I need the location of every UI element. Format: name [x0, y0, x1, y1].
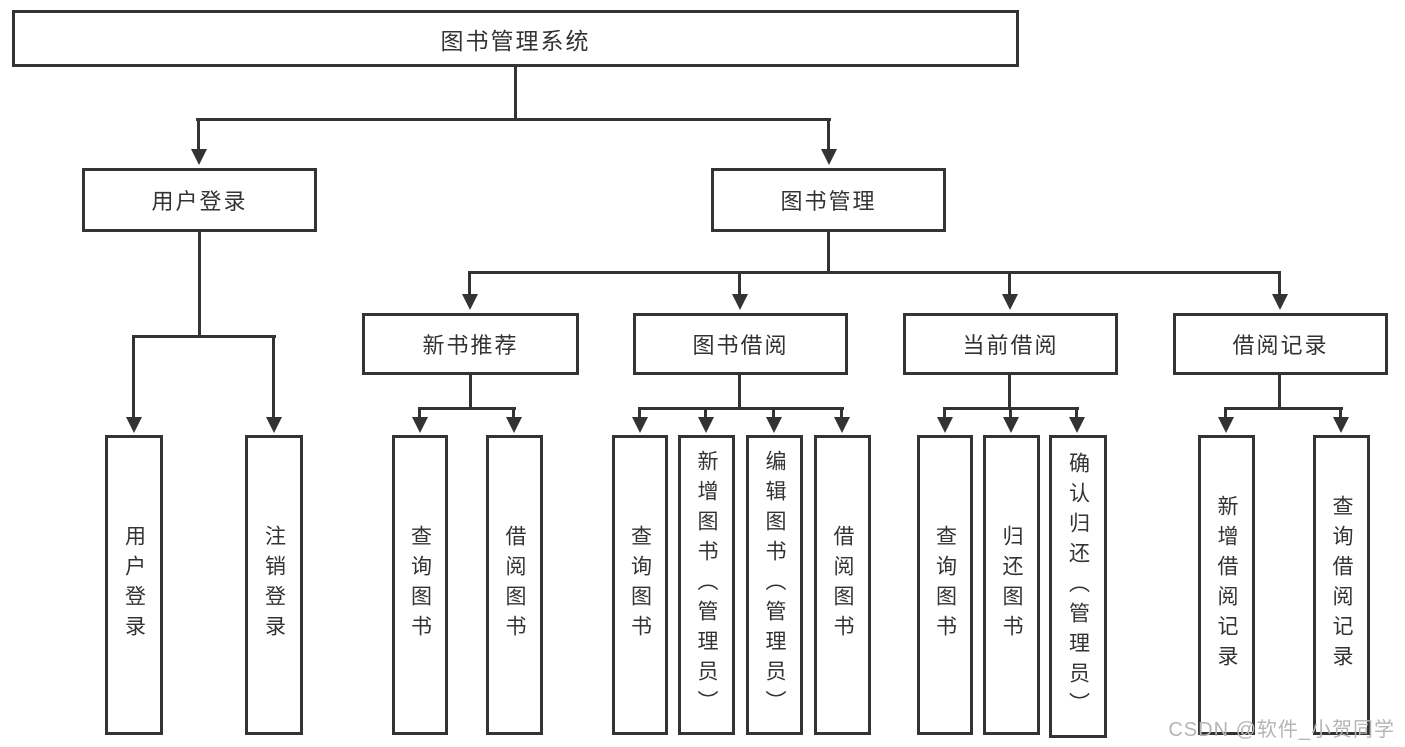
node-new-book-rec: 新书推荐 — [362, 313, 579, 375]
arrowhead-br-query-icon — [1333, 417, 1349, 433]
connector-userlogin-hline — [132, 335, 276, 338]
arrowhead-bb-edit-icon — [766, 417, 782, 433]
leaf-user-login-label: 用户登录 — [122, 525, 146, 645]
leaf-newbook-borrow-books: 借阅图书 — [486, 435, 543, 735]
connector-stem-leaf-user-login — [132, 335, 135, 417]
arrowhead-bookborrow-icon — [732, 294, 748, 310]
connector-stem-book-mgmt — [827, 118, 830, 149]
connector-stem-bb-edit — [772, 407, 775, 417]
leaf-user-login: 用户登录 — [105, 435, 163, 735]
node-current-borrow-label: 当前借阅 — [962, 333, 1059, 358]
node-library-system-label: 图书管理系统 — [440, 27, 591, 54]
connector-stem-newbook — [468, 271, 471, 294]
node-current-borrow: 当前借阅 — [903, 313, 1118, 375]
leaf-confirm-return-admin: 确认归还（管理员） — [1049, 435, 1107, 738]
connector-stem-br-add — [1224, 407, 1227, 417]
connector-stem-br-query — [1339, 407, 1342, 417]
leaf-current-query-books-label: 查询图书 — [933, 525, 957, 645]
leaf-newbook-query-books-label: 查询图书 — [408, 525, 432, 645]
connector-stem-cb-return — [1009, 407, 1012, 417]
leaf-borrow-books: 借阅图书 — [814, 435, 871, 735]
connector-borrowrecord-vline2 — [1278, 374, 1281, 407]
arrowhead-newbook-icon — [462, 294, 478, 310]
connector-stem-currentborrow — [1008, 271, 1011, 294]
node-borrow-record: 借阅记录 — [1173, 313, 1388, 375]
connector-bookborrow-vline2 — [738, 374, 741, 407]
connector-currentborrow-vline2 — [1008, 374, 1011, 407]
node-book-mgmt-label: 图书管理 — [780, 189, 877, 214]
leaf-add-borrow-record-label: 新增借阅记录 — [1215, 495, 1238, 675]
leaf-logout: 注销登录 — [245, 435, 303, 735]
leaf-edit-books-admin-label: 编辑图书（管理员） — [763, 450, 786, 720]
connector-root-vline — [514, 67, 517, 118]
connector-newbook-hline — [418, 407, 516, 410]
connector-stem-bb-borrow — [840, 407, 843, 417]
leaf-add-books-admin-label: 新增图书（管理员） — [695, 450, 718, 720]
node-book-borrow: 图书借阅 — [633, 313, 848, 375]
leaf-query-borrow-record: 查询借阅记录 — [1313, 435, 1370, 735]
leaf-borrow-books-label: 借阅图书 — [831, 525, 854, 645]
connector-root-hline — [196, 118, 831, 121]
leaf-return-books: 归还图书 — [983, 435, 1040, 735]
node-book-mgmt: 图书管理 — [711, 168, 946, 232]
connector-stem-borrowrecord — [1278, 271, 1281, 294]
leaf-query-borrow-record-label: 查询借阅记录 — [1330, 495, 1353, 675]
connector-bookmgmt-vline — [827, 231, 830, 271]
connector-stem-user-login — [197, 118, 200, 149]
connector-userlogin-vline — [198, 231, 201, 335]
arrowhead-bb-add-icon — [698, 417, 714, 433]
leaf-confirm-return-admin-label: 确认归还（管理员） — [1066, 451, 1090, 722]
connector-stem-nb-query — [418, 407, 421, 417]
arrowhead-borrowrecord-icon — [1272, 294, 1288, 310]
connector-newbook-vline — [469, 374, 472, 407]
node-borrow-record-label: 借阅记录 — [1232, 333, 1329, 358]
connector-stem-cb-query — [943, 407, 946, 417]
connector-stem-cb-confirm — [1075, 407, 1078, 417]
connector-stem-bookborrow — [738, 271, 741, 294]
leaf-newbook-query-books: 查询图书 — [392, 435, 448, 735]
node-user-login: 用户登录 — [82, 168, 317, 232]
node-new-book-rec-label: 新书推荐 — [422, 333, 519, 358]
arrowhead-user-login-icon — [191, 149, 207, 165]
connector-stem-nb-borrow — [512, 407, 515, 417]
arrowhead-bb-query-icon — [632, 417, 648, 433]
arrowhead-bb-borrow-icon — [834, 417, 850, 433]
arrowhead-nb-query-icon — [412, 417, 428, 433]
leaf-newbook-borrow-books-label: 借阅图书 — [503, 525, 526, 645]
arrowhead-cb-confirm-icon — [1069, 417, 1085, 433]
leaf-logout-label: 注销登录 — [262, 525, 286, 645]
node-library-system: 图书管理系统 — [12, 10, 1019, 67]
connector-stem-leaf-logout — [272, 335, 275, 417]
leaf-add-borrow-record: 新增借阅记录 — [1198, 435, 1255, 735]
arrowhead-nb-borrow-icon — [506, 417, 522, 433]
connector-bookmgmt-hline — [469, 271, 1281, 274]
csdn-watermark: CSDN @软件_小贺同学 — [1168, 719, 1395, 741]
arrowhead-book-mgmt-icon — [821, 149, 837, 165]
arrowhead-cb-query-icon — [937, 417, 953, 433]
connector-borrowrecord-hline — [1224, 407, 1343, 410]
arrowhead-leaf-user-login-icon — [126, 417, 142, 433]
arrowhead-cb-return-icon — [1003, 417, 1019, 433]
connector-stem-bb-add — [704, 407, 707, 417]
node-book-borrow-label: 图书借阅 — [692, 333, 789, 358]
connector-bookborrow-hline — [638, 407, 844, 410]
leaf-current-query-books: 查询图书 — [917, 435, 973, 735]
leaf-return-books-label: 归还图书 — [1000, 525, 1023, 645]
connector-stem-bb-query — [638, 407, 641, 417]
leaf-edit-books-admin: 编辑图书（管理员） — [746, 435, 803, 735]
leaf-borrow-query-books: 查询图书 — [612, 435, 668, 735]
arrowhead-currentborrow-icon — [1002, 294, 1018, 310]
leaf-add-books-admin: 新增图书（管理员） — [678, 435, 735, 735]
node-user-login-label: 用户登录 — [151, 189, 248, 214]
leaf-borrow-query-books-label: 查询图书 — [628, 525, 652, 645]
arrowhead-leaf-logout-icon — [266, 417, 282, 433]
arrowhead-br-add-icon — [1218, 417, 1234, 433]
